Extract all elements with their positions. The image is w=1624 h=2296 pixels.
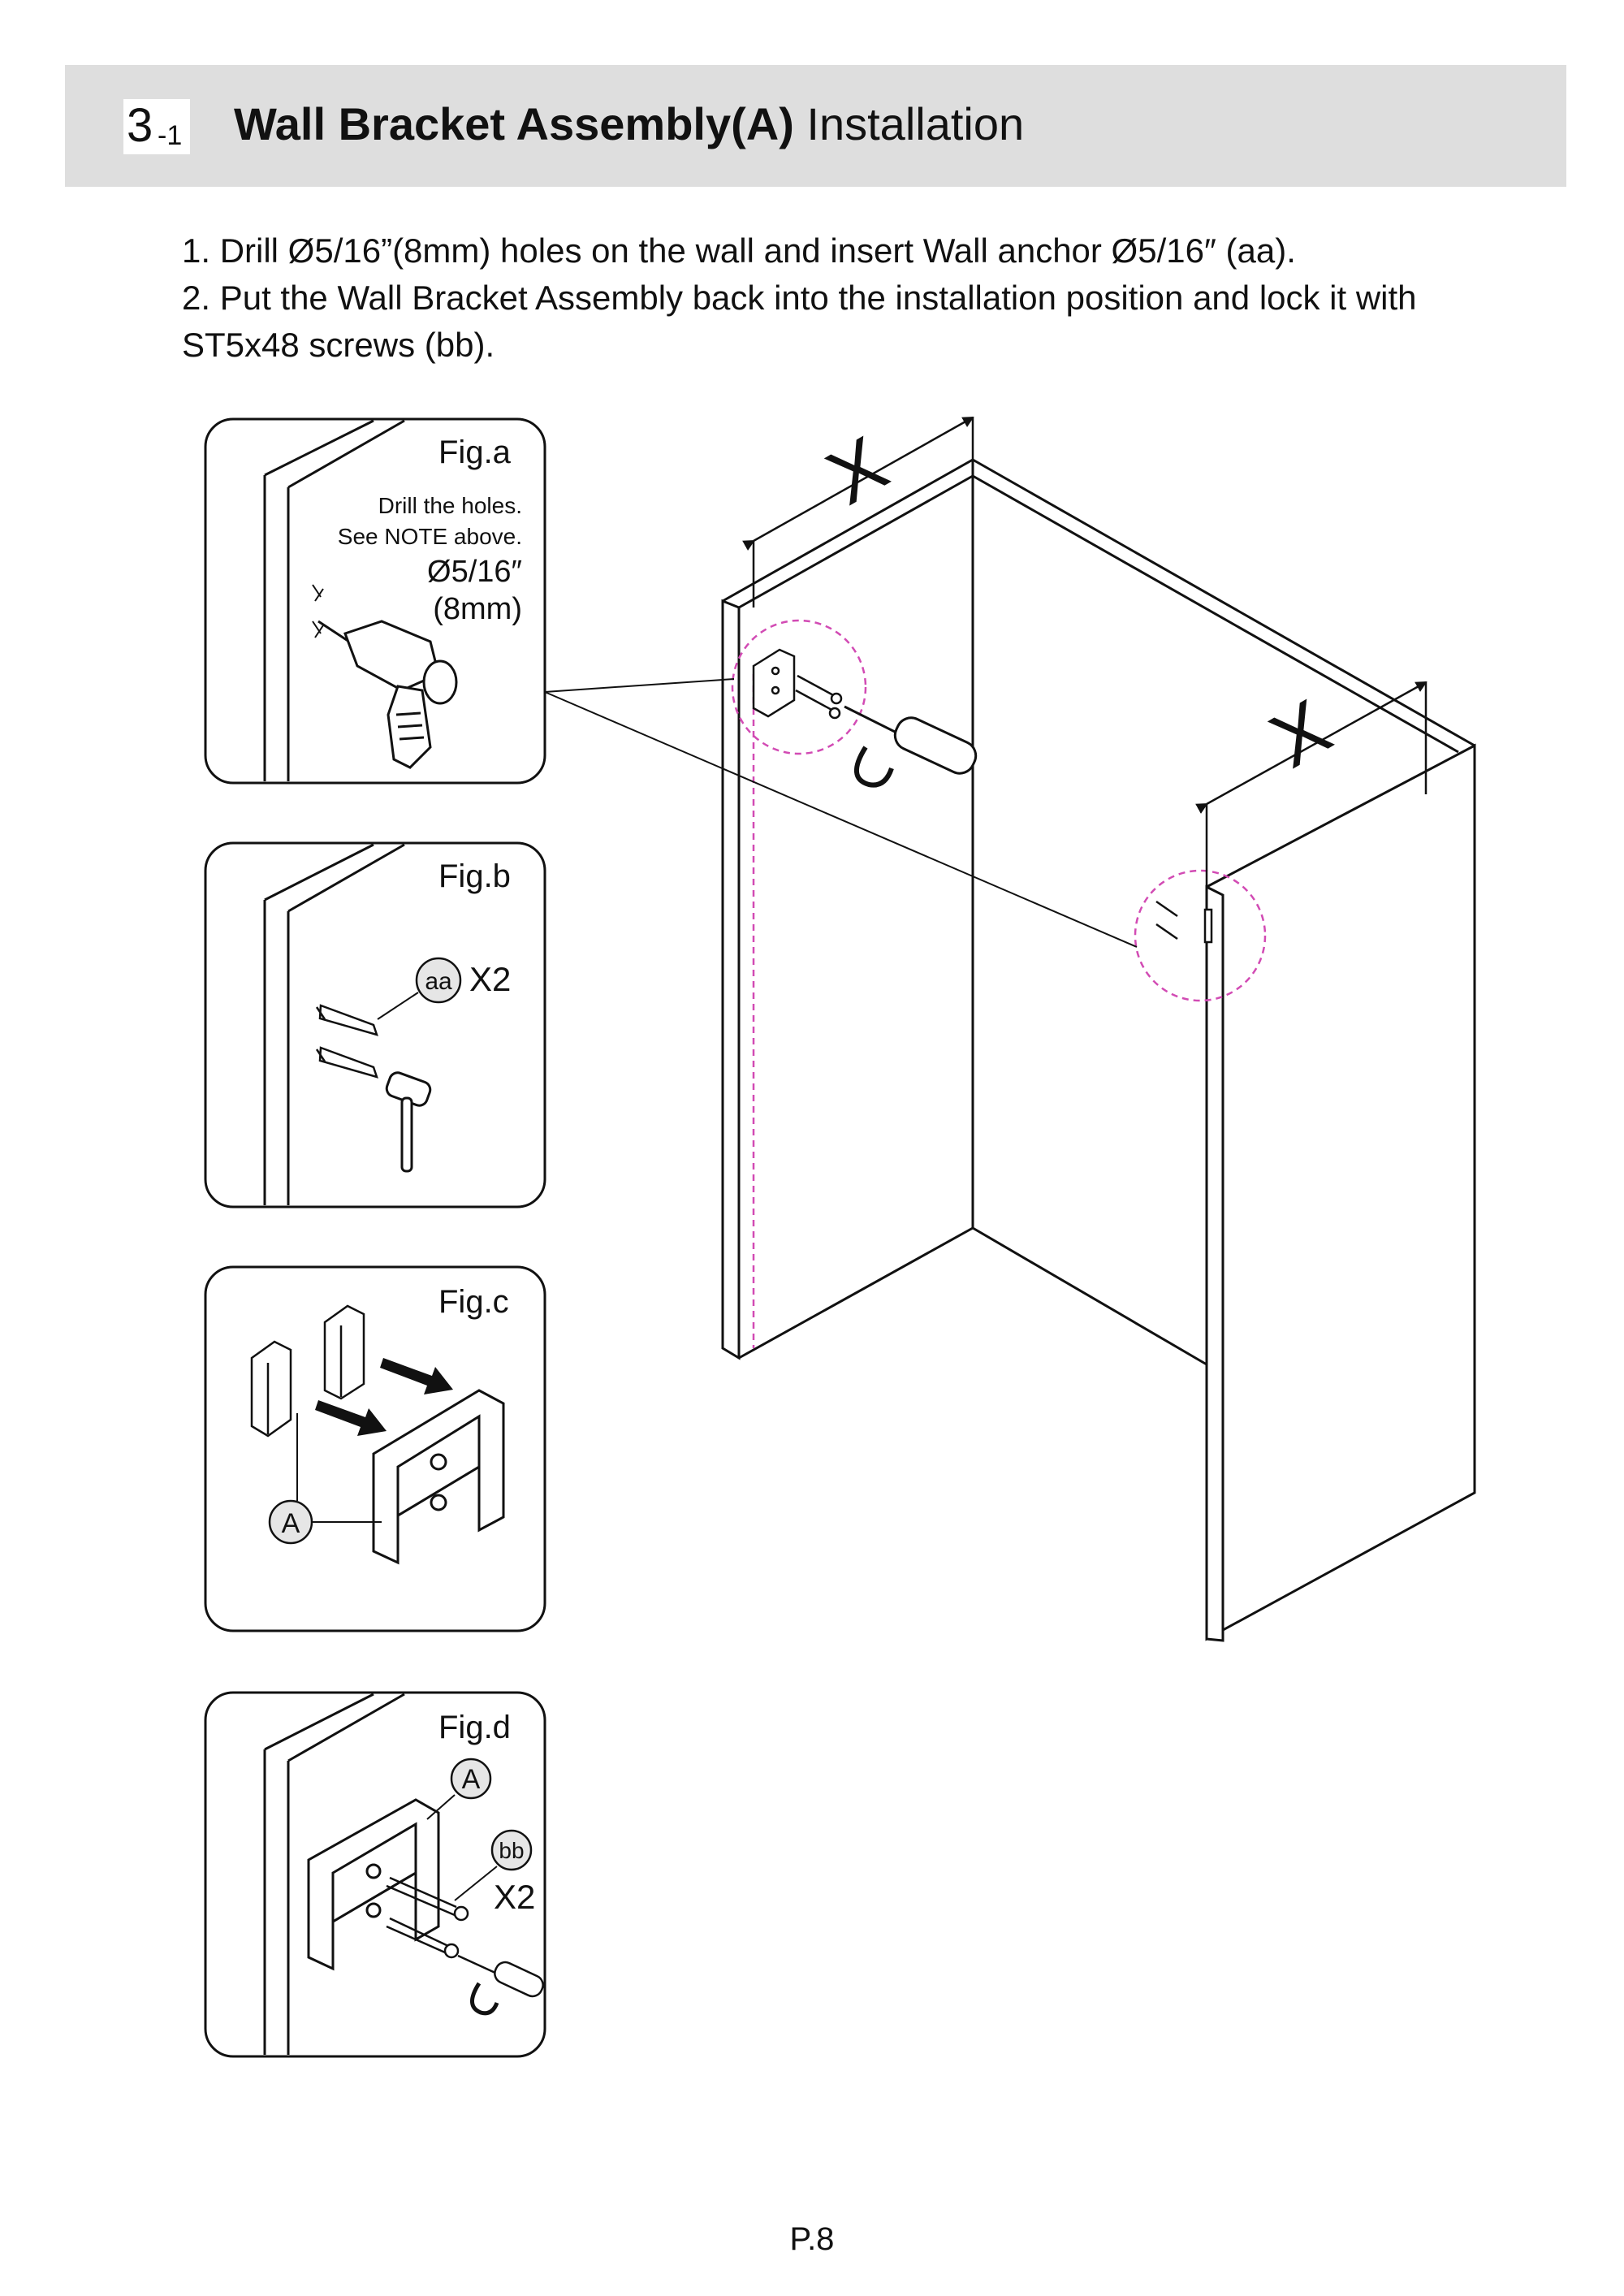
callout-lines [544, 678, 1138, 948]
instruction-2-cont: ST5x48 screws (bb). [182, 326, 495, 364]
fig-a-wall [263, 419, 405, 781]
rotate-arrow-main-icon [853, 746, 894, 788]
instruction-2: 2. Put the Wall Bracket Assembly back in… [182, 279, 1417, 317]
fig-b-frame [204, 841, 546, 1209]
fig-a-size-mm: (8mm) [433, 592, 522, 626]
step-number-box [123, 99, 190, 154]
hammer-icon [385, 1071, 432, 1173]
bracket-clip-right [323, 1304, 365, 1400]
header-band [65, 65, 1566, 187]
screwdriver-icon [457, 1954, 544, 1998]
instruction-1: 1. Drill Ø5/16”(8mm) holes on the wall a… [182, 231, 1296, 270]
page-number: P.8 [789, 2221, 835, 2257]
fig-d-qty: X2 [494, 1878, 535, 1916]
part-a-badge-d [450, 1758, 492, 1800]
fig-c-panel: A Fig.c [204, 1265, 546, 1632]
part-a-label-c: A [282, 1508, 300, 1539]
title-bold: Wall Bracket Assembly(A) [234, 98, 794, 149]
part-bb-badge [490, 1829, 533, 1871]
page-title: Wall Bracket Assembly(A) Installation [234, 94, 1024, 154]
step-sub-number: -1 [158, 120, 183, 151]
wall-anchor-icon [315, 1004, 378, 1079]
screwdriver-main-icon [844, 705, 978, 775]
screws-right-wall [1155, 900, 1213, 944]
fig-a-note-line1: Drill the holes. [378, 493, 522, 518]
drill-icon [317, 620, 458, 769]
dimension-right [1195, 681, 1427, 887]
rotate-arrow-icon [470, 1982, 499, 2016]
instructions: 1. Drill Ø5/16”(8mm) holes on the wall a… [182, 227, 1562, 369]
fig-b-label: Fig.b [438, 858, 511, 894]
title-regular: Installation [793, 98, 1025, 149]
part-aa-badge [415, 957, 462, 1004]
fig-a-frame [204, 417, 546, 785]
fig-d-wall [263, 1693, 405, 2055]
screw-icons [386, 1876, 469, 1959]
fig-b-qty: X2 [469, 960, 511, 998]
fig-a-panel: Fig.a Drill the holes. See NOTE above. Ø… [204, 417, 546, 785]
hole-marks [312, 584, 324, 638]
fig-d-panel: A bb X2 Fig.d [204, 1691, 546, 2058]
fig-d-frame [204, 1691, 546, 2058]
fig-a-note-line2: See NOTE above. [338, 524, 522, 549]
screws-main [795, 674, 843, 720]
alignment-guides [731, 619, 1267, 1348]
dimension-left [742, 416, 974, 608]
enclosure-walls [721, 458, 1476, 1642]
fig-a-label: Fig.a [438, 435, 512, 470]
fig-c-label: Fig.c [438, 1284, 509, 1320]
bracket-on-wall [752, 648, 796, 718]
fig-b-wall [263, 843, 405, 1205]
fig-b-panel: aa X2 Fig.b [204, 841, 546, 1209]
arrow-icon [315, 1358, 453, 1436]
bracket-clip-left [250, 1340, 292, 1438]
fig-c-frame [204, 1265, 546, 1632]
part-aa-label: aa [425, 968, 452, 995]
fig-a-size-inch: Ø5/16″ [427, 555, 522, 589]
bracket-body [372, 1389, 505, 1565]
part-bb-label: bb [499, 1838, 524, 1863]
part-a-label-d: A [462, 1764, 481, 1795]
bracket-mounted [307, 1798, 440, 1971]
step-number: 3 [127, 99, 153, 152]
fig-d-label: Fig.d [438, 1710, 511, 1745]
leader-line [377, 992, 419, 1020]
